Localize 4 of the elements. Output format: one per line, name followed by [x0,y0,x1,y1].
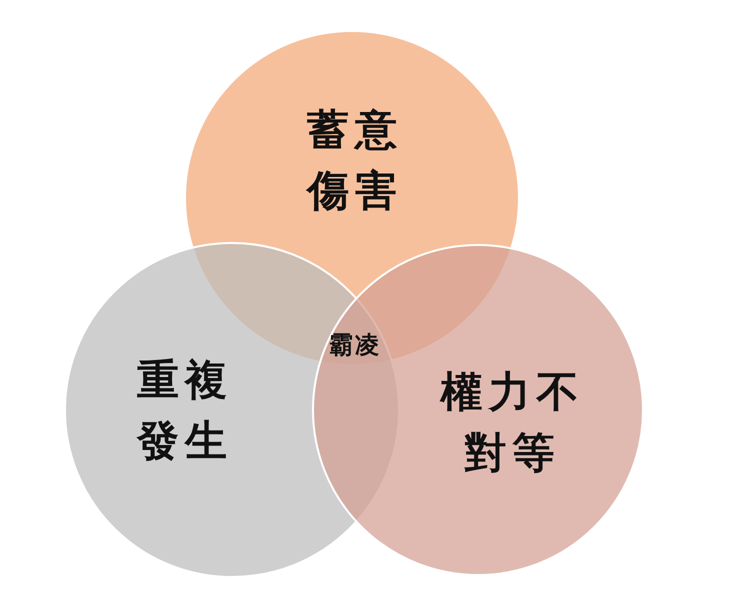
center-label: 霸凌 [328,329,382,361]
circle-label: 重複發生 [136,354,234,467]
circle-label: 蓄意傷害 [304,104,404,217]
circle-label: 權力不對等 [438,366,586,479]
